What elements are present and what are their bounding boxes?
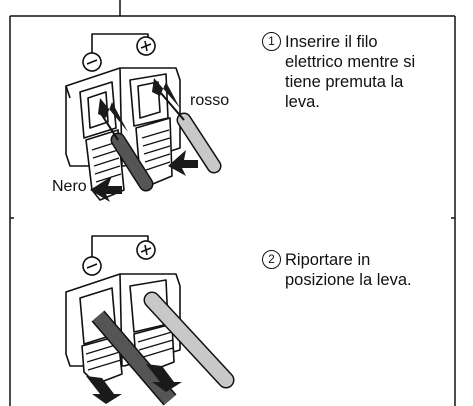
step-1-text: Inserire il filo elettrico mentre si tie… [285, 33, 416, 111]
minus-symbol [82, 52, 102, 72]
wire-red-top [159, 91, 222, 174]
plus-symbol [136, 36, 156, 56]
step-number-1: 1 [262, 32, 281, 51]
wire-red-bottom [143, 291, 235, 389]
release-arrows [86, 364, 182, 404]
label-nero: Nero [52, 178, 87, 195]
insert-arrows [90, 78, 198, 202]
plus-symbol-2 [136, 240, 156, 260]
step-2: 2 Riportare in posizione la leva. [262, 250, 452, 290]
step-number-2: 2 [262, 250, 281, 269]
minus-symbol-2 [82, 256, 102, 276]
step-2-text: Riportare in posizione la leva. [285, 251, 412, 289]
step-1: 1 Inserire il filo elettrico mentre si t… [262, 32, 452, 112]
terminal-diagram-insert [65, 33, 181, 201]
label-rosso: rosso [190, 92, 230, 109]
wire-black-top [99, 111, 154, 192]
panel-border [9, 0, 456, 406]
